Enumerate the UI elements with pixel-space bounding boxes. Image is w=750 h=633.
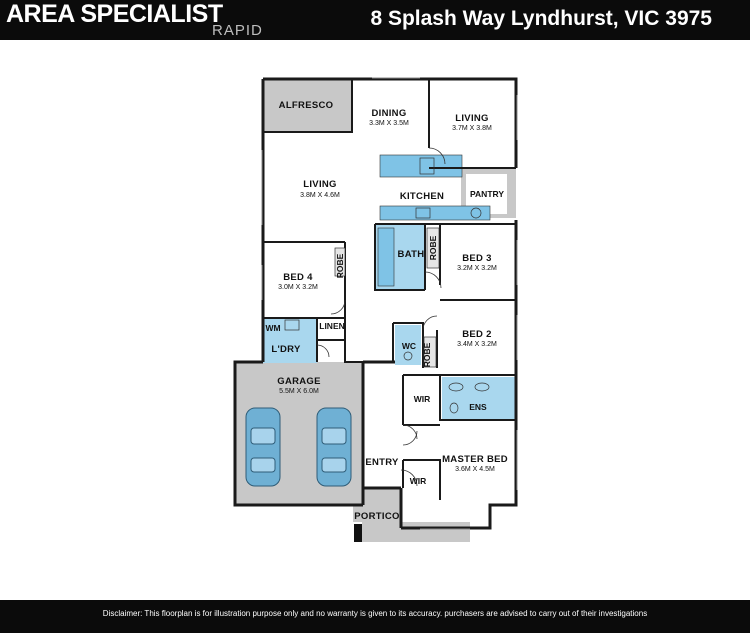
room-wir-top-label: WIR <box>414 394 431 404</box>
bath-tub <box>377 227 395 287</box>
room-wm-label: WM <box>265 323 280 333</box>
room-bed2-label: BED 2 <box>462 329 491 340</box>
room-bed4-dims: 3.0M X 3.2M <box>278 284 318 291</box>
room-garage-dims: 5.5M X 6.0M <box>279 388 319 395</box>
room-living-top-dims: 3.7M X 3.8M <box>452 125 492 132</box>
fixtures <box>284 157 490 414</box>
portico-area <box>353 505 401 522</box>
footer-bar: Disclaimer: This floorplan is for illust… <box>0 600 750 633</box>
entry-landing <box>362 488 402 505</box>
room-alfresco-label: ALFRESCO <box>279 100 334 111</box>
wc-area <box>395 325 421 365</box>
brand-sub-label: RAPID <box>212 22 263 39</box>
car-right <box>316 407 352 487</box>
exterior-walls <box>233 77 518 530</box>
room-master-dims: 3.6M X 4.5M <box>455 466 495 473</box>
room-kitchen-label: KITCHEN <box>400 191 444 202</box>
alfresco-area <box>263 79 352 132</box>
room-dining-label: DINING <box>371 108 406 119</box>
kitchen-bench-top <box>379 154 463 178</box>
room-pantry-label: PANTRY <box>470 189 504 199</box>
property-address: 8 Splash Way Lyndhurst, VIC 3975 <box>370 7 712 30</box>
room-robe-bed3-label: ROBE <box>428 235 438 260</box>
room-robe-bed2-label: ROBE <box>422 342 432 367</box>
kitchen-bench-bottom <box>379 205 491 221</box>
room-laundry-label: L'DRY <box>271 344 301 355</box>
portico-post <box>354 524 362 542</box>
brand-logo: AREA SPECIALIST <box>6 0 223 28</box>
header-bar: AREA SPECIALIST RAPID 8 Splash Way Lyndh… <box>0 0 750 40</box>
car-left <box>245 407 281 487</box>
room-bed3-label: BED 3 <box>462 253 491 264</box>
room-ens-label: ENS <box>469 402 487 412</box>
room-bed4-label: BED 4 <box>283 272 313 283</box>
porch-step <box>362 522 470 542</box>
room-dining-dims: 3.3M X 3.5M <box>369 120 409 127</box>
room-portico-label: PORTICO <box>354 511 399 522</box>
room-living-main-label: LIVING <box>303 179 336 190</box>
room-robe-bed4-label: ROBE <box>335 253 345 278</box>
disclaimer-text: Disclaimer: This floorplan is for illust… <box>102 609 648 618</box>
room-bath-label: BATH <box>398 249 425 260</box>
room-linen-label: LINEN <box>319 321 345 331</box>
room-living-main-dims: 3.8M X 4.6M <box>300 192 340 199</box>
door-swings <box>316 147 446 487</box>
room-bed3-dims: 3.2M X 3.2M <box>457 265 497 272</box>
room-bed2-dims: 3.4M X 3.2M <box>457 341 497 348</box>
laundry-area <box>263 318 317 363</box>
floor-plan: ALFRESCO DINING 3.3M X 3.5M LIVING 3.7M … <box>233 77 518 542</box>
room-living-top-label: LIVING <box>455 113 488 124</box>
room-garage-label: GARAGE <box>277 376 321 387</box>
room-entry-label: ENTRY <box>365 457 399 468</box>
room-master-label: MASTER BED <box>442 454 508 465</box>
room-wir-bottom-label: WIR <box>410 476 427 486</box>
windows <box>261 77 518 530</box>
room-wc-label: WC <box>402 341 416 351</box>
